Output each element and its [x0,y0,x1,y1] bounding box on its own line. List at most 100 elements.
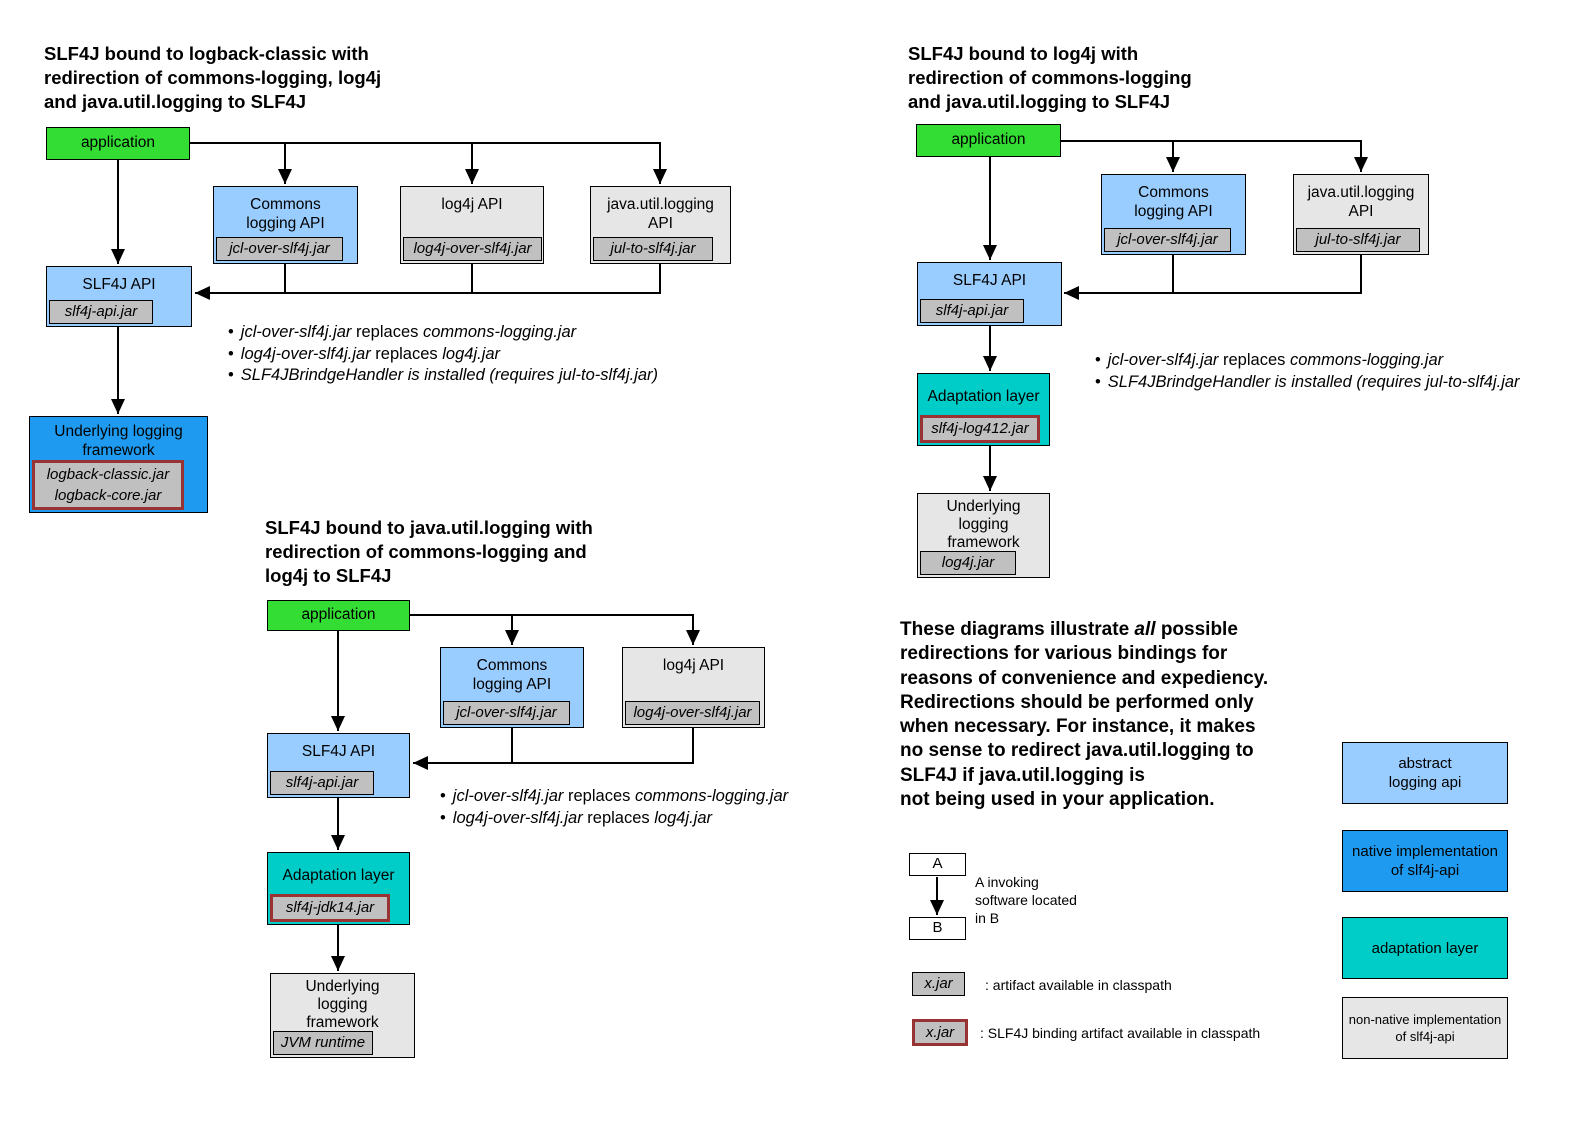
binding-jar-label: slf4j-jdk14.jar [270,894,390,922]
application-node: application [916,124,1061,157]
bullet-target-jar: commons-logging.jar [1289,351,1444,369]
bullet-line: •SLF4JBrindgeHandler is installed (requi… [228,365,658,387]
paragraph-line: redirections for various bindings for [900,643,1228,665]
node-label-line: Underlying [305,978,380,995]
explanation-paragraph: These diagrams illustrate all possible r… [900,618,1268,812]
commons-logging-api-node: Commons logging API jcl-over-slf4j.jar [440,647,584,728]
bullet-jar-name: log4j-over-slf4j.jar [240,344,371,363]
bullet-marker: • [440,787,446,805]
diagram-jul-notes: •jcl-over-slf4j.jar replaces commons-log… [440,786,788,829]
node-label: SLF4J API [268,734,409,761]
binding-jar-label: slf4j-log412.jar [920,415,1040,443]
node-label-line: Commons [250,196,321,213]
legend-type-line: non-native implementation [1348,1012,1502,1027]
jar-label: jul-to-slf4j.jar [1296,228,1420,252]
node-label-line: logging API [472,676,552,693]
node-label: log4j API [401,187,543,214]
node-label: java.util.logging API [1294,175,1428,221]
bullet-jar-name: jcl-over-slf4j.jar [452,787,564,805]
legend-jar-binding: x.jar [912,1019,968,1046]
title-line: SLF4J bound to logback-classic with [44,43,369,64]
legend-box-a-label: A [932,855,943,872]
bullet-line: • jcl-over-slf4j.jar replaces commons-log… [228,322,658,344]
legend-abstract-logging-api: abstract logging api [1342,742,1508,804]
paragraph-line: SLF4J if java.util.logging is [900,764,1145,786]
bullet-marker: • [440,808,446,827]
node-label-line: log4j API [441,196,503,213]
legend-adaptation-layer: adaptation layer [1342,917,1508,979]
bullet-text: replaces [582,808,655,827]
node-label: application [951,131,1026,148]
title-line: log4j to SLF4J [265,565,392,586]
legend-text-line: in B [975,910,1000,926]
jar-label-line: logback-core.jar [54,487,162,504]
bullet-marker: • [228,366,234,384]
jar-label: slf4j-api.jar [49,300,153,324]
jar-label: slf4j-api.jar [920,299,1024,323]
bullet-target-jar: commons-logging.jar [422,323,577,341]
jar-label: JVM runtime [273,1031,373,1055]
log4j-api-node: log4j API log4j-over-slf4j.jar [400,186,544,264]
node-label-line: Commons [1138,184,1209,201]
title-line: redirection of commons-logging and [265,541,587,562]
node-label-line: framework [947,534,1020,551]
legend-type-line: of slf4j-api [1390,862,1460,879]
node-label-line: Commons [476,657,548,674]
java-util-logging-api-node: java.util.logging API jul-to-slf4j.jar [1293,174,1429,255]
node-label: log4j API [623,648,764,675]
bullet-marker: • [228,323,234,341]
paragraph-line: Redirections should be performed only [900,691,1254,713]
legend-text-line: A invoking [975,874,1039,890]
node-label-line: SLF4J API [301,743,376,760]
legend-native-implementation: native implementation of slf4j-api [1342,830,1508,892]
node-label: application [80,134,156,151]
node-label: java.util.logging API [591,187,730,233]
legend-text-line: software located [975,892,1077,908]
legend-type-line: adaptation layer [1371,939,1479,957]
bullet-jar-name: jcl-over-slf4j.jar [240,323,352,341]
node-label-line: SLF4J API [82,276,156,293]
java-util-logging-api-node: java.util.logging API jul-to-slf4j.jar [590,186,731,264]
bullet-text: replaces [351,323,423,341]
jar-label: log4j.jar [920,551,1016,575]
legend-jar-plain-description: : artifact available in classpath [985,977,1172,993]
slf4j-api-node: SLF4J API slf4j-api.jar [46,266,192,327]
bullet-target-jar: log4j.jar [442,344,501,363]
legend-type-line: abstract [1398,755,1452,772]
node-label-line: Adaptation layer [282,867,395,884]
jar-label: log4j-over-slf4j.jar [625,701,760,725]
bullet-text: replaces [563,787,635,805]
title-line: redirection of commons-logging [908,67,1192,88]
legend-jar-plain: x.jar [912,972,965,996]
application-node: application [46,127,190,160]
application-node: application [267,600,410,631]
adaptation-layer-node: Adaptation layer slf4j-jdk14.jar [267,852,410,925]
diagram-logback-title: SLF4J bound to logback-classic with redi… [44,42,381,114]
bullet-marker: • [228,344,234,363]
title-line: and java.util.logging to SLF4J [908,91,1171,112]
diagram-jul-title: SLF4J bound to java.util.logging with re… [265,516,593,588]
bullet-jar-name: SLF4JBrindgeHandler is installed (requir… [1107,372,1520,391]
jar-label: jcl-over-slf4j.jar [1104,228,1231,252]
bullet-text: replaces [370,344,443,363]
title-line: SLF4J bound to log4j with [908,43,1139,64]
underlying-logging-framework-node: Underlying logging framework log4j.jar [917,493,1050,578]
title-line: redirection of commons-logging, log4j [44,67,382,88]
node-label-line: Underlying logging [54,423,183,440]
bullet-target-jar: log4j.jar [654,808,713,827]
node-label: Commons logging API [441,648,583,694]
title-line: and java.util.logging to SLF4J [44,91,307,112]
node-label-line: logging [317,996,368,1013]
legend-invoke-description: A invoking software located in B [975,873,1077,927]
slf4j-api-node: SLF4J API slf4j-api.jar [917,262,1062,326]
node-label-line: java.util.logging [1307,184,1415,201]
node-label-line: Adaptation layer [927,388,1040,405]
paragraph-line: reasons of convenience and expediency. [900,667,1269,689]
node-label-line: logging API [246,215,325,232]
node-label-line: java.util.logging [607,196,714,213]
node-label-line: logging API [1134,203,1213,220]
paragraph-text: possible [1155,619,1238,640]
bullet-marker: • [1095,351,1101,369]
jar-label: slf4j-api.jar [270,771,374,795]
node-label: application [301,606,376,623]
